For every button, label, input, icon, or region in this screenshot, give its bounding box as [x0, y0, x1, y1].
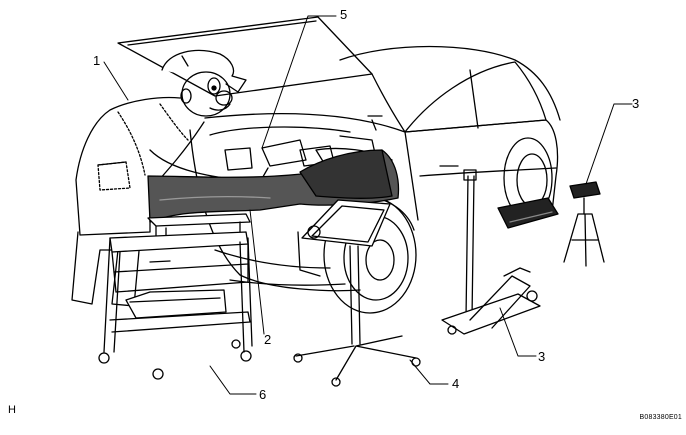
rear-support-stand	[497, 197, 559, 229]
car-roof	[339, 45, 561, 121]
figure-code: B083380E01	[639, 414, 682, 421]
callout-mechanic: 1	[93, 53, 101, 68]
callout-fender-cover: 2	[264, 332, 272, 347]
callout-jack-stand: 3	[632, 96, 640, 111]
parts-cart	[98, 213, 253, 380]
corner-letter: H	[8, 404, 16, 416]
engine-bay	[209, 126, 351, 136]
car-windshield	[371, 73, 406, 133]
callout-work-light: 4	[452, 376, 460, 391]
mechanic-shirt	[75, 96, 205, 236]
callout-hood: 5	[340, 7, 348, 22]
cap	[161, 49, 247, 93]
mechanic	[71, 49, 271, 307]
car-side-window	[404, 61, 547, 133]
car	[117, 16, 561, 314]
callout-parts-cart: 6	[259, 387, 267, 402]
jack-stand	[563, 181, 605, 267]
car-hood	[117, 16, 373, 97]
work-light	[293, 199, 421, 387]
shirt-pocket	[97, 161, 131, 191]
leader-lines	[103, 15, 633, 395]
floor-jack	[441, 169, 541, 335]
callout-floor-jack: 3	[538, 349, 546, 364]
